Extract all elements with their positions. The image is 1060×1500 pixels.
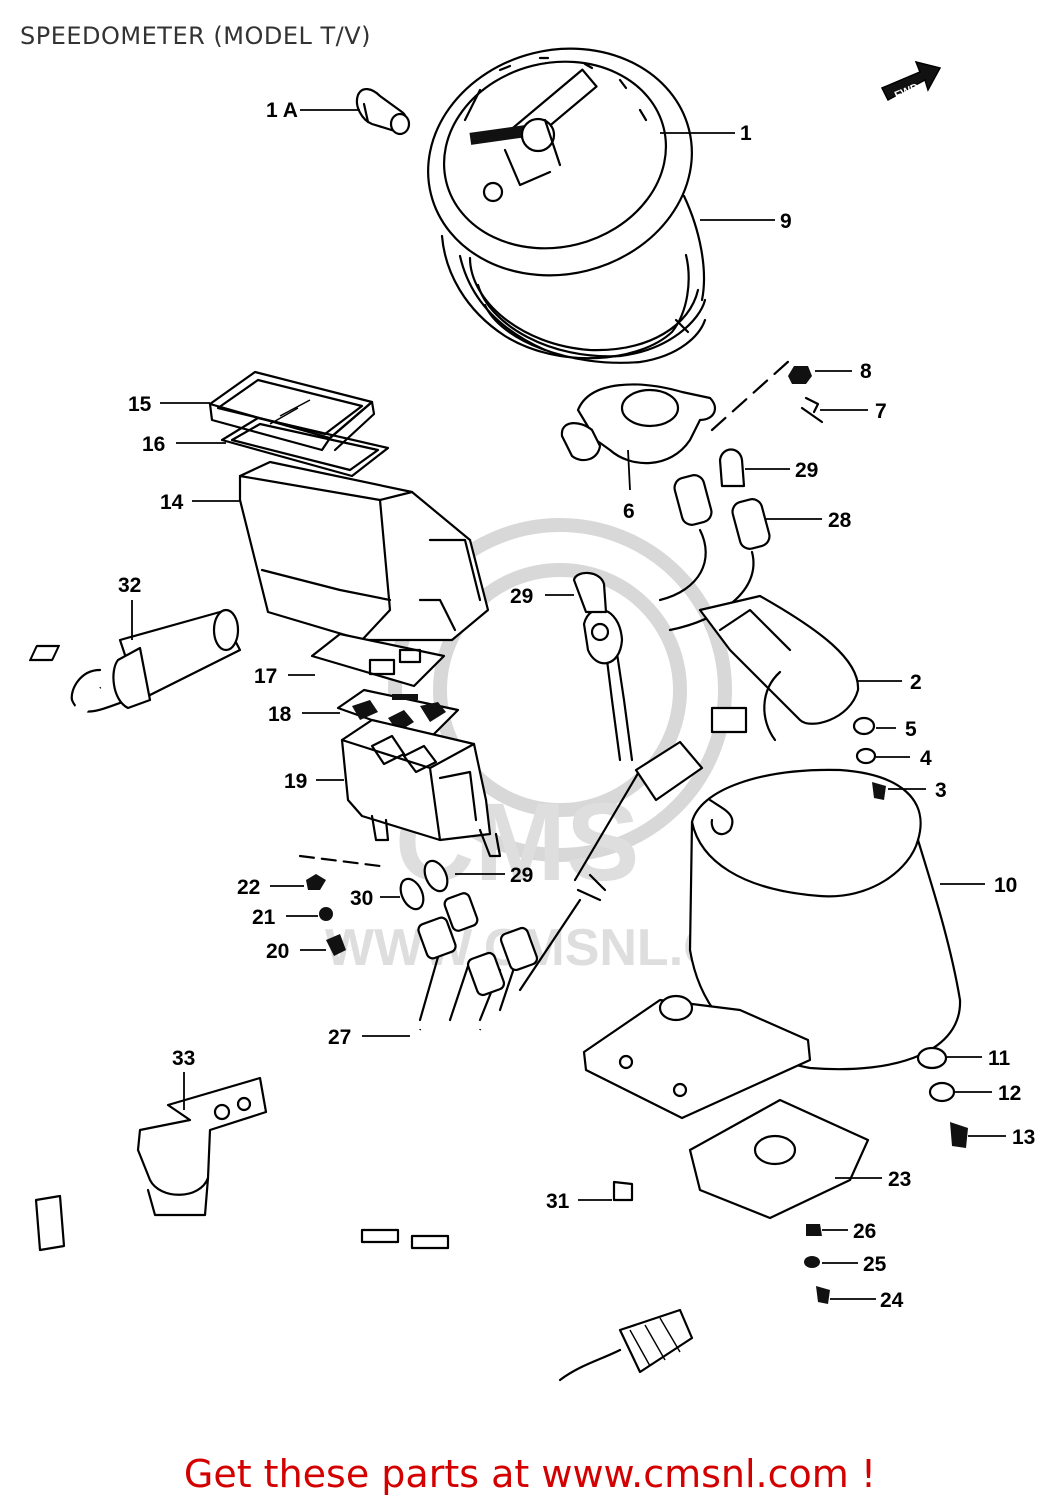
- part-29-bulb-upper: [718, 448, 746, 488]
- part-labels: 1 A 1 9 8 7 6 29 28 29 2 5 4 3 10 15 16 …: [118, 99, 1035, 1312]
- label-4: 4: [920, 747, 932, 770]
- label-7: 7: [875, 400, 887, 423]
- label-9: 9: [780, 210, 792, 233]
- label-12: 12: [998, 1082, 1021, 1105]
- part-29-bulb-lower: [423, 859, 449, 893]
- label-23: 23: [888, 1168, 911, 1191]
- label-25: 25: [863, 1253, 887, 1276]
- label-22: 22: [237, 876, 260, 899]
- label-16: 16: [142, 433, 165, 456]
- fwd-arrow-icon: FWD: [880, 60, 942, 102]
- part-16-gasket: [220, 416, 390, 478]
- label-8: 8: [860, 360, 872, 383]
- part-30-bulb: [399, 877, 425, 911]
- part-1-speedometer: [427, 47, 693, 360]
- part-9-speedometer-case: [468, 194, 707, 364]
- label-18: 18: [268, 703, 292, 726]
- part-1a-socket: [355, 88, 411, 136]
- part-19-lamp-holder: [298, 718, 502, 868]
- label-26: 26: [853, 1220, 876, 1243]
- part-2-cover: [698, 594, 860, 742]
- label-32: 32: [118, 574, 141, 597]
- footer-link-text[interactable]: Get these parts at www.cmsnl.com !: [183, 1452, 877, 1496]
- label-29-mid: 29: [510, 585, 533, 608]
- part-14-housing: [238, 460, 490, 642]
- harness-connector: [634, 740, 704, 802]
- label-24: 24: [880, 1289, 904, 1312]
- label-5: 5: [905, 718, 917, 741]
- label-20: 20: [266, 940, 289, 963]
- part-23-bracket: [582, 994, 870, 1220]
- hardware-parts: [306, 366, 968, 1304]
- part-28-sockets: [658, 448, 771, 632]
- part-33-bracket: [136, 1076, 268, 1217]
- label-1a: 1 A: [266, 99, 298, 122]
- label-3: 3: [935, 779, 947, 802]
- part-32-speedo-cable: [30, 608, 694, 1446]
- label-28: 28: [828, 509, 852, 532]
- label-31: 31: [546, 1190, 570, 1213]
- label-27: 27: [328, 1026, 351, 1049]
- label-6: 6: [623, 500, 635, 523]
- part-27-harness: [360, 571, 704, 1250]
- label-15: 15: [128, 393, 152, 416]
- label-30: 30: [350, 887, 373, 910]
- part-29-bulb-mid: [572, 571, 608, 614]
- label-11: 11: [988, 1047, 1011, 1070]
- label-29-upper: 29: [795, 459, 818, 482]
- label-2: 2: [910, 671, 922, 694]
- page-title: SPEEDOMETER (MODEL T/V): [20, 22, 372, 50]
- label-21: 21: [252, 906, 276, 929]
- leader-lines: [131, 109, 1006, 1300]
- label-33: 33: [172, 1047, 195, 1070]
- label-19: 19: [284, 770, 307, 793]
- part-17-plate: [29, 632, 446, 688]
- label-29-lower: 29: [510, 864, 533, 887]
- label-10: 10: [994, 874, 1017, 897]
- label-17: 17: [254, 665, 277, 688]
- label-1: 1: [740, 122, 752, 145]
- part-6-speedo-drive: [560, 358, 792, 465]
- label-13: 13: [1012, 1126, 1035, 1149]
- label-14: 14: [160, 491, 184, 514]
